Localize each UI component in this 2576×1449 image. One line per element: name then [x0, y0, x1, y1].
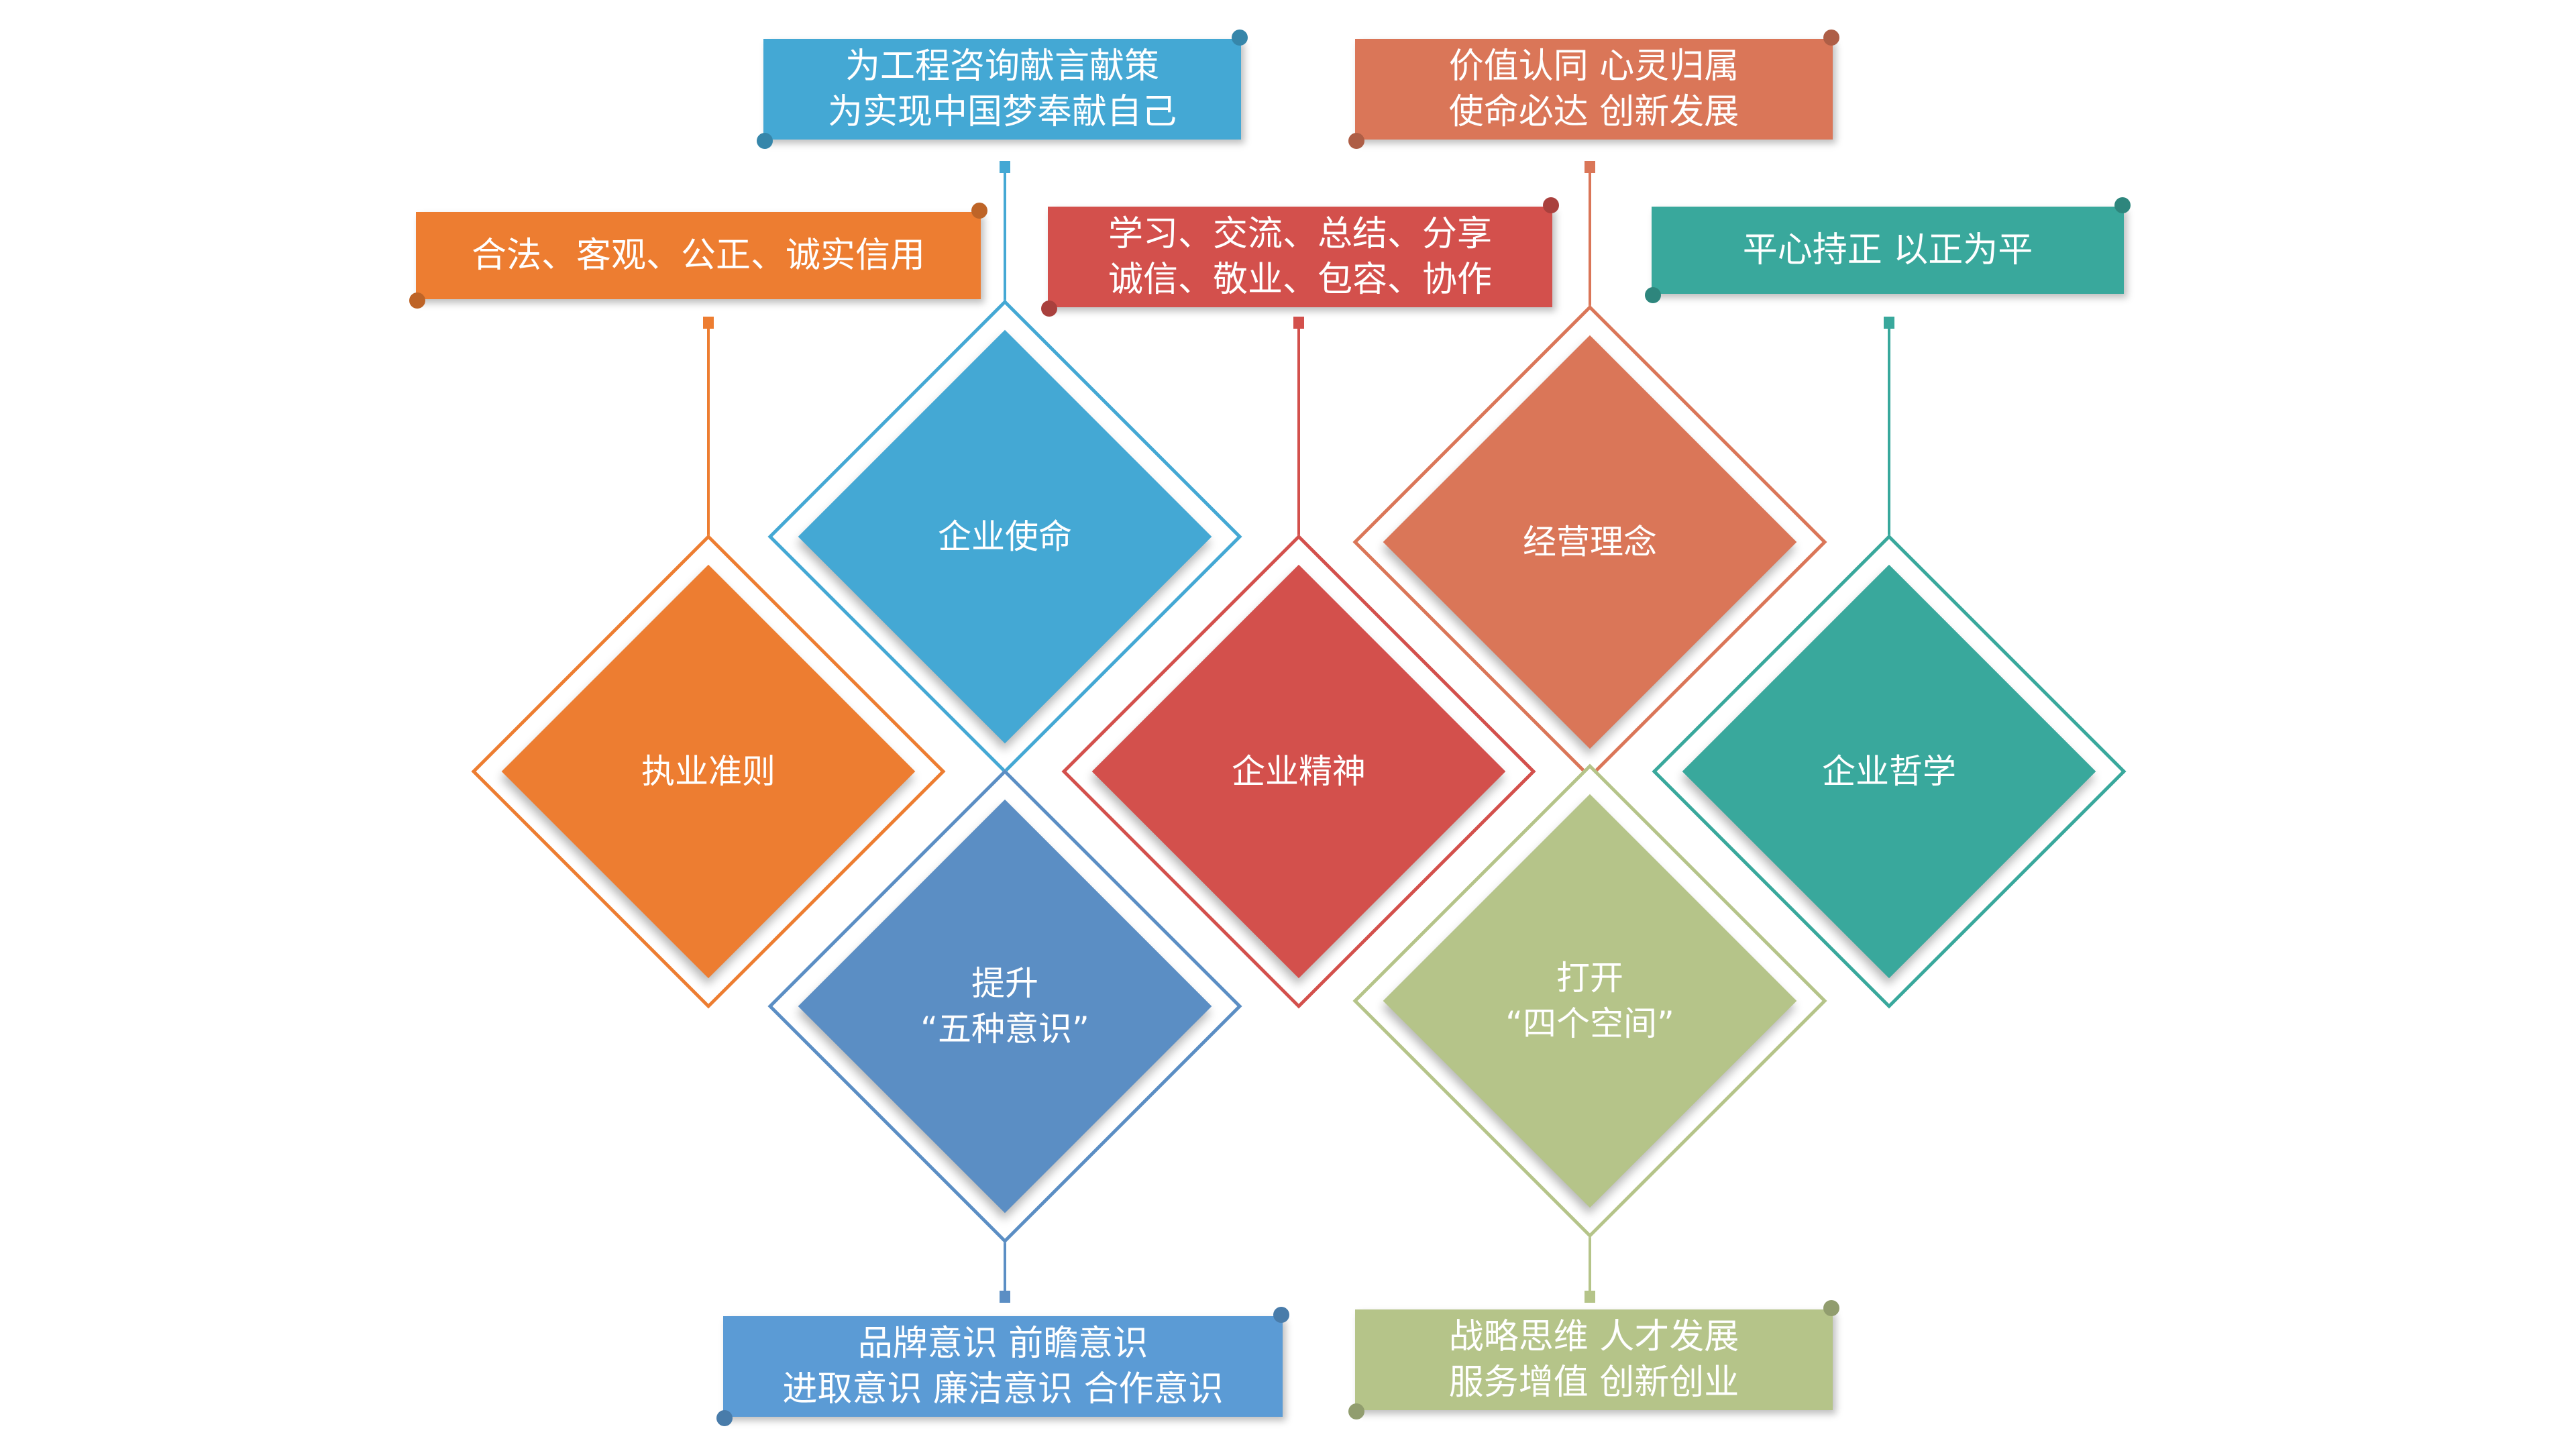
diamond-label: 打开 “四个空间”: [1505, 959, 1674, 1043]
banner-text: 学习、交流、总结、分享 诚信、敬业、包容、协作: [1108, 214, 1492, 300]
banner-linian: 价值认同 心灵归属 使命必达 创新发展: [1348, 30, 1839, 149]
node-zhiye: [703, 317, 714, 329]
diamond-label: 经营理念: [1523, 523, 1657, 561]
diamond-zhexue: 企业哲学: [1601, 483, 2178, 1060]
banner-zhexue: 平心持正 以正为平: [1645, 197, 2131, 303]
connector-tisheng: [1004, 1206, 1006, 1293]
node-shiming: [1000, 161, 1010, 173]
scroll-curl: [1273, 1307, 1289, 1323]
diamond-tisheng: 提升 “五种意识”: [716, 718, 1293, 1295]
connector-shiming: [1004, 166, 1006, 309]
scroll-curl: [716, 1410, 733, 1426]
diamond-shiming: 企业使命: [716, 248, 1293, 825]
banner-text: 为工程咨询献言献策 为实现中国梦奉献自己: [827, 46, 1177, 132]
node-tisheng: [1000, 1291, 1010, 1303]
scroll-curl: [409, 292, 425, 309]
banner-text: 品牌意识 前瞻意识 进取意识 廉洁意识 合作意识: [782, 1324, 1224, 1409]
diamond-linian: 经营理念: [1301, 254, 1878, 830]
diamond-zhiye: 执业准则: [420, 483, 997, 1060]
banner-tisheng: 品牌意识 前瞻意识 进取意识 廉洁意识 合作意识: [716, 1307, 1289, 1426]
scroll-curl: [757, 133, 773, 149]
scroll-curl: [1543, 197, 1559, 213]
banner-zhiye: 合法、客观、公正、诚实信用: [409, 203, 987, 309]
scroll-curl: [1823, 30, 1839, 46]
connector-linian: [1589, 166, 1591, 309]
scroll-curl: [1823, 1300, 1839, 1316]
connector-zhexue: [1888, 321, 1890, 537]
node-dakai: [1585, 1291, 1595, 1303]
scroll-curl: [1041, 301, 1057, 317]
diamond-label: 企业哲学: [1822, 752, 1956, 791]
scroll-curl: [1348, 133, 1364, 149]
banner-text: 平心持正 以正为平: [1742, 230, 2033, 270]
scroll-curl: [1232, 30, 1248, 46]
banner-jingshen: 学习、交流、总结、分享 诚信、敬业、包容、协作: [1041, 197, 1559, 317]
diamond-label: 执业准则: [641, 752, 775, 791]
diamond-label: 企业使命: [938, 517, 1072, 556]
banner-shiming: 为工程咨询献言献策 为实现中国梦奉献自己: [757, 30, 1248, 149]
banner-text: 价值认同 心灵归属 使命必达 创新发展: [1448, 46, 1739, 132]
connector-dakai: [1589, 1206, 1591, 1293]
scroll-curl: [2114, 197, 2131, 213]
banner-text: 合法、客观、公正、诚实信用: [471, 235, 925, 276]
banner-dakai: 战略思维 人才发展 服务增值 创新创业: [1348, 1300, 1839, 1419]
scroll-curl: [1645, 287, 1661, 303]
scroll-curl: [971, 203, 987, 219]
diamond-dakai: 打开 “四个空间”: [1301, 712, 1878, 1289]
scroll-curl: [1348, 1403, 1364, 1419]
diamond-label: 提升 “五种意识”: [920, 964, 1089, 1049]
banner-text: 战略思维 人才发展 服务增值 创新创业: [1448, 1317, 1739, 1403]
connector-jingshen: [1297, 321, 1300, 542]
node-zhexue: [1884, 317, 1894, 329]
connector-zhiye: [707, 321, 710, 537]
node-jingshen: [1293, 317, 1304, 329]
diamond-label: 企业精神: [1232, 752, 1366, 791]
node-linian: [1585, 161, 1595, 173]
diamond-jingshen: 企业精神: [1010, 483, 1587, 1060]
